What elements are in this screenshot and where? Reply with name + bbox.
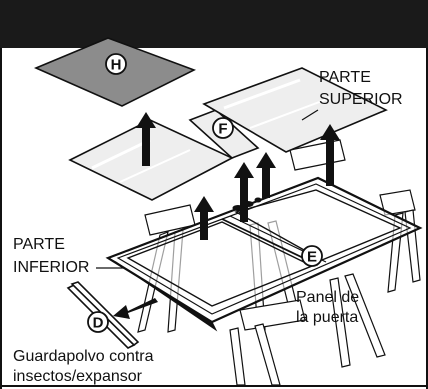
svg-text:Guardapolvo contra: Guardapolvo contra: [13, 348, 154, 365]
svg-text:PARTE: PARTE: [13, 236, 65, 253]
callout-f: F: [212, 117, 234, 139]
header-bar: [0, 0, 428, 48]
callout-d: D: [87, 311, 109, 333]
svg-text:F: F: [218, 121, 227, 138]
svg-text:la puerta: la puerta: [296, 309, 358, 326]
svg-text:insectos/expansor: insectos/expansor: [13, 368, 143, 385]
svg-text:H: H: [111, 57, 122, 74]
label-sweep: Guardapolvo contra insectos/expansor: [13, 348, 154, 385]
label-bottom-part: PARTE INFERIOR: [13, 236, 89, 276]
label-door-panel: Panel de la puerta: [296, 289, 359, 326]
glass-panel-top: [202, 67, 388, 153]
sweep-arrow: [113, 298, 158, 319]
lift-arrows: [136, 112, 340, 240]
leader-lines: [96, 109, 319, 269]
svg-text:SUPERIOR: SUPERIOR: [319, 91, 403, 108]
svg-text:E: E: [307, 249, 317, 266]
callout-e: E: [301, 245, 323, 267]
svg-text:PARTE: PARTE: [319, 69, 371, 86]
svg-text:INFERIOR: INFERIOR: [13, 259, 89, 276]
callout-h: H: [105, 53, 127, 75]
label-top-part: PARTE SUPERIOR: [319, 69, 403, 108]
svg-text:D: D: [93, 315, 104, 332]
svg-text:Panel de: Panel de: [296, 289, 359, 306]
